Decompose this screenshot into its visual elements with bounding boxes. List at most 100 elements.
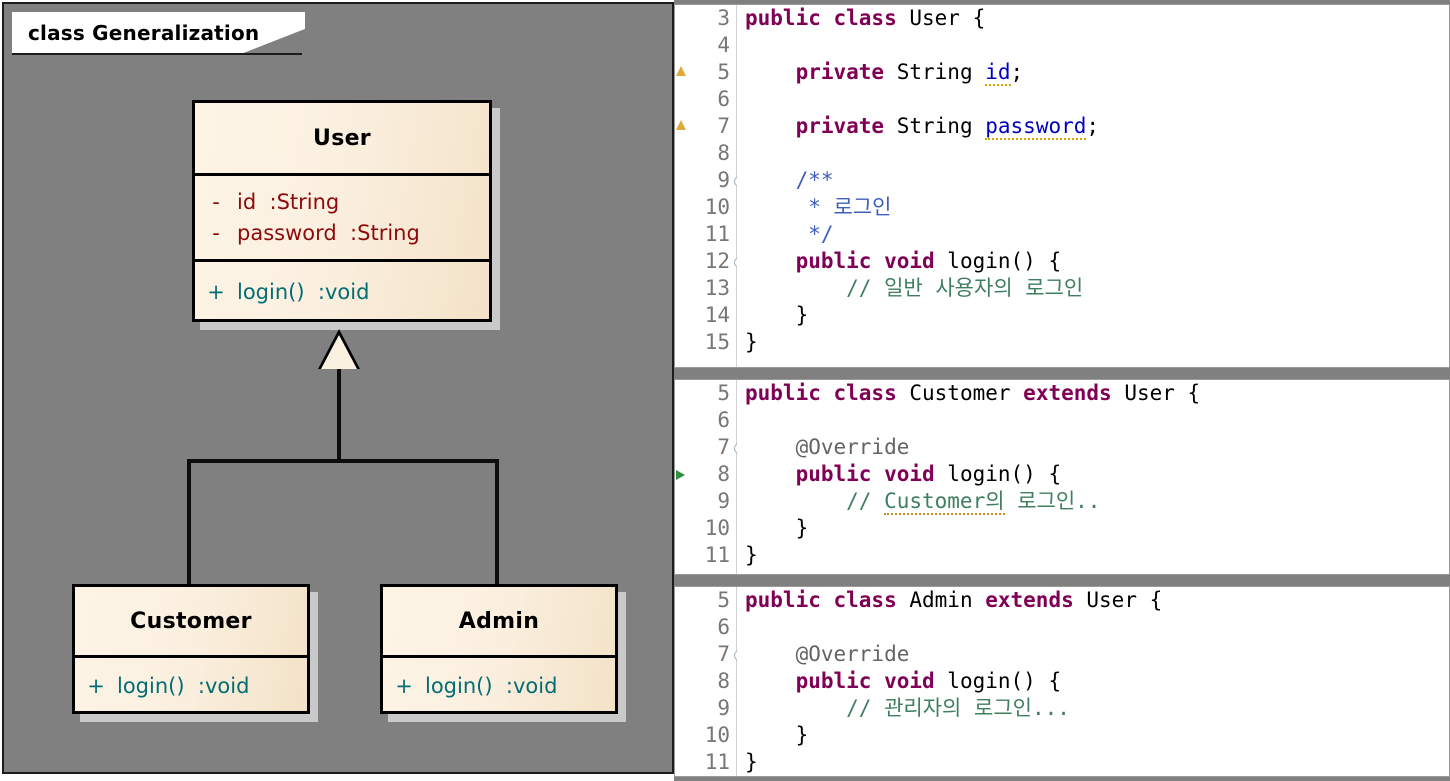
- code-line[interactable]: public class Admin extends User {: [737, 587, 1449, 614]
- code-token: public class: [745, 6, 910, 30]
- generalization-line-horizontal-bus: [187, 459, 499, 463]
- line-number: 11: [704, 222, 730, 246]
- uml-method-row: + login() :void: [195, 277, 489, 307]
- code-token: Customer: [909, 381, 1024, 405]
- code-token: /**: [745, 168, 834, 192]
- code-token: public class: [745, 381, 910, 405]
- code-token: }: [745, 750, 758, 774]
- code-token: public class: [745, 588, 910, 612]
- code-token: extends: [1023, 381, 1125, 405]
- uml-class-user-methods: + login() :void: [195, 262, 489, 322]
- code-line[interactable]: // Customer의 로그인..: [737, 488, 1449, 515]
- code-line[interactable]: // 관리자의 로그인...: [737, 695, 1449, 722]
- code-token: [745, 60, 796, 84]
- line-number: 6: [717, 408, 730, 432]
- attribute-label: password :String: [237, 220, 420, 245]
- uml-class-admin[interactable]: Admin + login() :void: [380, 584, 618, 714]
- code-line[interactable]: [737, 86, 1449, 113]
- code-line[interactable]: public void login() {: [737, 248, 1449, 275]
- code-line[interactable]: public class Customer extends User {: [737, 380, 1449, 407]
- code-token: 로그인..: [1004, 489, 1101, 513]
- line-number: 5: [675, 59, 736, 86]
- code-line[interactable]: public class User {: [737, 5, 1449, 32]
- line-number: 7: [675, 113, 736, 140]
- code-token: login() {: [947, 249, 1062, 273]
- method-label: login() :void: [117, 673, 250, 698]
- code-line[interactable]: }: [737, 722, 1449, 749]
- visibility-marker: -: [212, 190, 220, 215]
- code-line[interactable]: public void login() {: [737, 461, 1449, 488]
- line-number: 8: [717, 669, 730, 693]
- line-number: 3: [717, 6, 730, 30]
- code-token: }: [745, 543, 758, 567]
- code-token: Admin: [909, 588, 986, 612]
- line-number: 9: [675, 167, 745, 194]
- code-token: @Override: [745, 642, 910, 666]
- code-line[interactable]: [737, 614, 1449, 641]
- uml-class-admin-name: Admin: [458, 608, 540, 634]
- code-token: id: [985, 60, 1011, 86]
- code-line[interactable]: @Override: [737, 641, 1449, 668]
- code-line[interactable]: }: [737, 749, 1449, 776]
- code-token: User {: [909, 6, 986, 30]
- code-line[interactable]: * 로그인: [737, 194, 1449, 221]
- code-token: */: [745, 222, 834, 246]
- code-token: private: [795, 60, 897, 84]
- code-body-admin[interactable]: public class Admin extends User { @Overr…: [737, 587, 1449, 776]
- code-line[interactable]: private String id;: [737, 59, 1449, 86]
- code-token: // 관리자의 로그인...: [745, 696, 1070, 720]
- code-token: * 로그인: [745, 195, 892, 219]
- code-token: Customer의: [884, 489, 1005, 515]
- warning-marker-icon[interactable]: [676, 66, 686, 76]
- code-token: User {: [1124, 381, 1201, 405]
- line-number: 4: [717, 33, 730, 57]
- code-line[interactable]: [737, 32, 1449, 59]
- line-number: 10: [704, 723, 730, 747]
- line-number: 7: [675, 434, 745, 461]
- line-number: 13: [704, 276, 730, 300]
- line-number: 5: [717, 588, 730, 612]
- attribute-label: id :String: [237, 190, 340, 215]
- code-line[interactable]: @Override: [737, 434, 1449, 461]
- line-number: 9: [717, 696, 730, 720]
- code-line[interactable]: public void login() {: [737, 668, 1449, 695]
- code-line[interactable]: /**: [737, 167, 1449, 194]
- code-line[interactable]: private String password;: [737, 113, 1449, 140]
- uml-class-customer-methods: + login() :void: [75, 658, 307, 714]
- generalization-line-vertical-top: [337, 367, 341, 463]
- code-line[interactable]: }: [737, 515, 1449, 542]
- method-label: login() :void: [237, 279, 370, 304]
- code-line[interactable]: }: [737, 329, 1449, 356]
- uml-divider: [195, 259, 489, 262]
- code-line[interactable]: */: [737, 221, 1449, 248]
- code-token: [745, 462, 796, 486]
- code-body-user[interactable]: public class User { private String id; p…: [737, 5, 1449, 367]
- line-number: 11: [704, 543, 730, 567]
- code-token: public void: [795, 669, 948, 693]
- code-token: private: [795, 114, 897, 138]
- uml-diagram-panel[interactable]: class Generalization User - id :String -: [2, 2, 674, 774]
- warning-marker-icon[interactable]: [676, 120, 686, 130]
- code-line[interactable]: [737, 140, 1449, 167]
- override-marker-icon[interactable]: [676, 470, 685, 480]
- code-line[interactable]: }: [737, 542, 1449, 569]
- uml-class-user[interactable]: User - id :String - password :String + l…: [192, 100, 492, 322]
- code-line[interactable]: }: [737, 302, 1449, 329]
- code-line[interactable]: // 일반 사용자의 로그인: [737, 275, 1449, 302]
- uml-divider: [383, 655, 615, 658]
- visibility-marker: +: [87, 673, 105, 698]
- uml-method-row: + login() :void: [383, 671, 615, 701]
- uml-divider: [195, 173, 489, 176]
- line-number: 10: [704, 195, 730, 219]
- line-number: 12: [675, 248, 745, 275]
- code-body-customer[interactable]: public class Customer extends User { @Ov…: [737, 380, 1449, 574]
- uml-class-customer[interactable]: Customer + login() :void: [72, 584, 310, 714]
- code-line[interactable]: [737, 407, 1449, 434]
- code-token: public void: [795, 462, 948, 486]
